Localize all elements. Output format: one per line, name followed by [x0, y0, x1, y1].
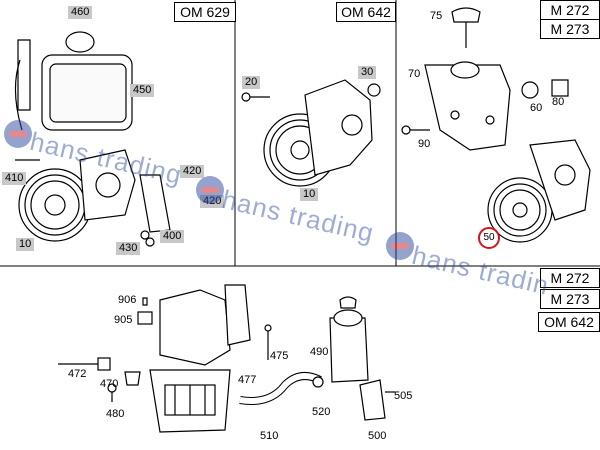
engine-tag-m272-top: M 272	[540, 0, 600, 20]
part-label-75: 75	[430, 10, 443, 22]
part-label-10a: 10	[16, 238, 35, 251]
part-label-475: 475	[270, 350, 289, 362]
watermark-logo-3	[386, 232, 414, 260]
part-label-30: 30	[358, 66, 377, 79]
part-label-60: 60	[530, 102, 543, 114]
part-label-20: 20	[242, 76, 261, 89]
part-label-905: 905	[114, 314, 133, 326]
part-label-80: 80	[552, 96, 565, 108]
part-label-430: 430	[116, 242, 141, 255]
engine-tag-om629: OM 629	[174, 2, 236, 22]
part-label-520: 520	[312, 406, 331, 418]
part-label-10b: 10	[300, 188, 319, 201]
part-label-477: 477	[238, 374, 257, 386]
part-label-505: 505	[394, 390, 413, 402]
part-label-500: 500	[368, 430, 387, 442]
watermark-logo-2	[196, 176, 224, 204]
engine-tag-m272-bottom: M 272	[540, 268, 600, 288]
engine-tag-om642-bottom: OM 642	[538, 312, 600, 332]
watermark-logo-1	[4, 120, 32, 148]
part-label-450: 450	[130, 84, 155, 97]
om629-pump-assembly	[14, 31, 200, 247]
part-label-420a: 420	[180, 165, 205, 178]
part-label-472: 472	[68, 368, 87, 380]
part-label-50: 50	[478, 227, 500, 249]
m272-pump-assembly	[401, 7, 591, 243]
part-label-480: 480	[106, 408, 125, 420]
part-label-510: 510	[260, 430, 279, 442]
part-label-410: 410	[2, 172, 27, 185]
part-label-460: 460	[68, 6, 93, 19]
part-label-70: 70	[408, 68, 421, 80]
engine-tag-m273-bottom: M 273	[540, 289, 600, 309]
part-label-906: 906	[118, 294, 137, 306]
engine-tag-om642-top: OM 642	[336, 2, 396, 22]
part-label-490: 490	[310, 346, 329, 358]
om642-pump-assembly	[241, 79, 381, 187]
part-label-400: 400	[160, 230, 185, 243]
part-label-470: 470	[100, 378, 119, 390]
bottom-assembly	[58, 284, 395, 433]
engine-tag-m273-top: M 273	[540, 19, 600, 39]
panel-dividers	[0, 0, 600, 267]
part-label-90: 90	[418, 138, 431, 150]
